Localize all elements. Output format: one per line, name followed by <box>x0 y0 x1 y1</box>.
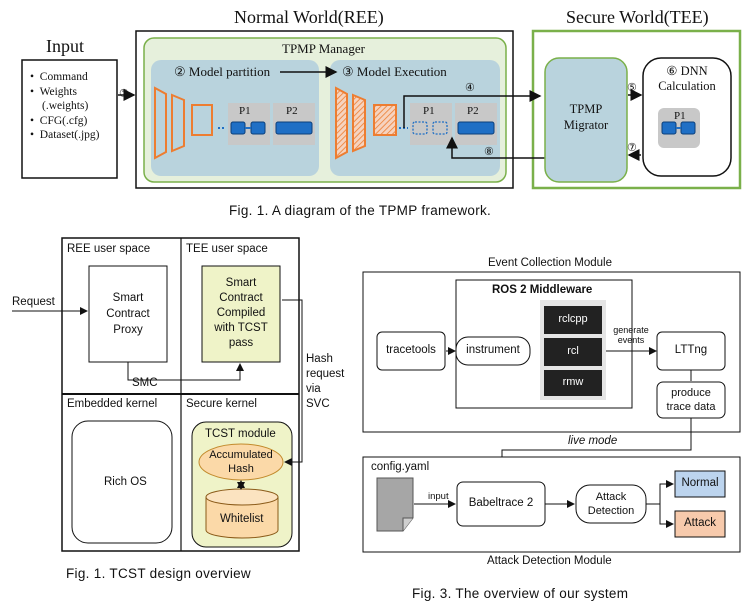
attack-label: Attack <box>684 517 716 529</box>
ros-caption: Fig. 3. The overview of our system <box>412 586 629 601</box>
whitelist-label: Whitelist <box>220 513 264 525</box>
config-label: config.yaml <box>371 461 430 473</box>
tcst-caption: Fig. 1. TCST design overview <box>66 566 251 581</box>
manager-title: TPMP Manager <box>282 41 365 56</box>
list-item: (.weights) <box>42 100 89 112</box>
secure-kernel: Secure kernel <box>186 398 257 410</box>
tpmp-caption: Fig. 1. A diagram of the TPMP framework. <box>229 203 492 218</box>
p1-label: P1 <box>423 105 435 117</box>
step-5: ⑤ <box>627 82 637 94</box>
p2-label: P2 <box>286 105 298 117</box>
tcst-module-label: TCST module <box>205 428 276 440</box>
babeltrace-label: Babeltrace 2 <box>468 497 534 509</box>
step-4: ④ <box>465 82 475 94</box>
normal-world-title: Normal World(REE) <box>234 7 384 27</box>
secure-world-title: Secure World(TEE) <box>566 7 709 27</box>
middleware-title: ROS 2 Middleware <box>492 284 593 296</box>
list-item: • Dataset(.jpg) <box>30 129 100 141</box>
rich-os-label: Rich OS <box>104 476 147 488</box>
input-arrow-label: input <box>428 491 449 502</box>
compiled-box <box>201 265 281 363</box>
partition-label: ② Model partition <box>174 64 271 79</box>
lttng-label: LTTng <box>674 344 708 356</box>
ree-user-space: REE user space <box>67 243 151 255</box>
list-item: • Weights <box>30 85 77 98</box>
attack-box <box>674 510 726 538</box>
migrator-box <box>544 57 628 183</box>
rclcpp-label: rclcpp <box>558 313 588 325</box>
embedded-kernel: Embedded kernel <box>67 398 158 410</box>
input-box <box>21 59 118 179</box>
p1-label: P1 <box>674 110 686 122</box>
rmw-label: rmw <box>562 376 584 388</box>
input-list: • Command • Weights (.weights) • CFG(.cf… <box>30 70 100 143</box>
list-item: • CFG(.cfg) <box>30 114 88 127</box>
step-8: ⑧ <box>484 146 494 158</box>
tee-user-space: TEE user space <box>186 243 268 255</box>
rich-os-box <box>71 420 173 544</box>
p1-label: P1 <box>239 105 251 117</box>
tracetools-box <box>376 331 446 371</box>
request-label: Request <box>12 296 55 308</box>
p2-label: P2 <box>467 105 479 117</box>
event-module-title: Event Collection Module <box>488 257 613 269</box>
instrument-box <box>455 336 531 366</box>
step-1: ① <box>119 88 129 100</box>
live-mode-label: live mode <box>568 435 618 447</box>
normal-label: Normal <box>681 477 719 489</box>
proxy-box <box>88 265 168 363</box>
detection-module-title: Attack Detection Module <box>487 555 612 567</box>
step-7: ⑦ <box>627 142 637 154</box>
rcl-label: rcl <box>567 345 579 357</box>
instrument-label: instrument <box>466 344 520 356</box>
tracetools-label: tracetools <box>386 344 436 356</box>
execution-label: ③ Model Execution <box>342 64 447 79</box>
smc-label: SMC <box>132 377 158 389</box>
list-item: • Command <box>30 71 88 83</box>
normal-box <box>674 470 726 498</box>
input-title: Input <box>46 36 84 56</box>
